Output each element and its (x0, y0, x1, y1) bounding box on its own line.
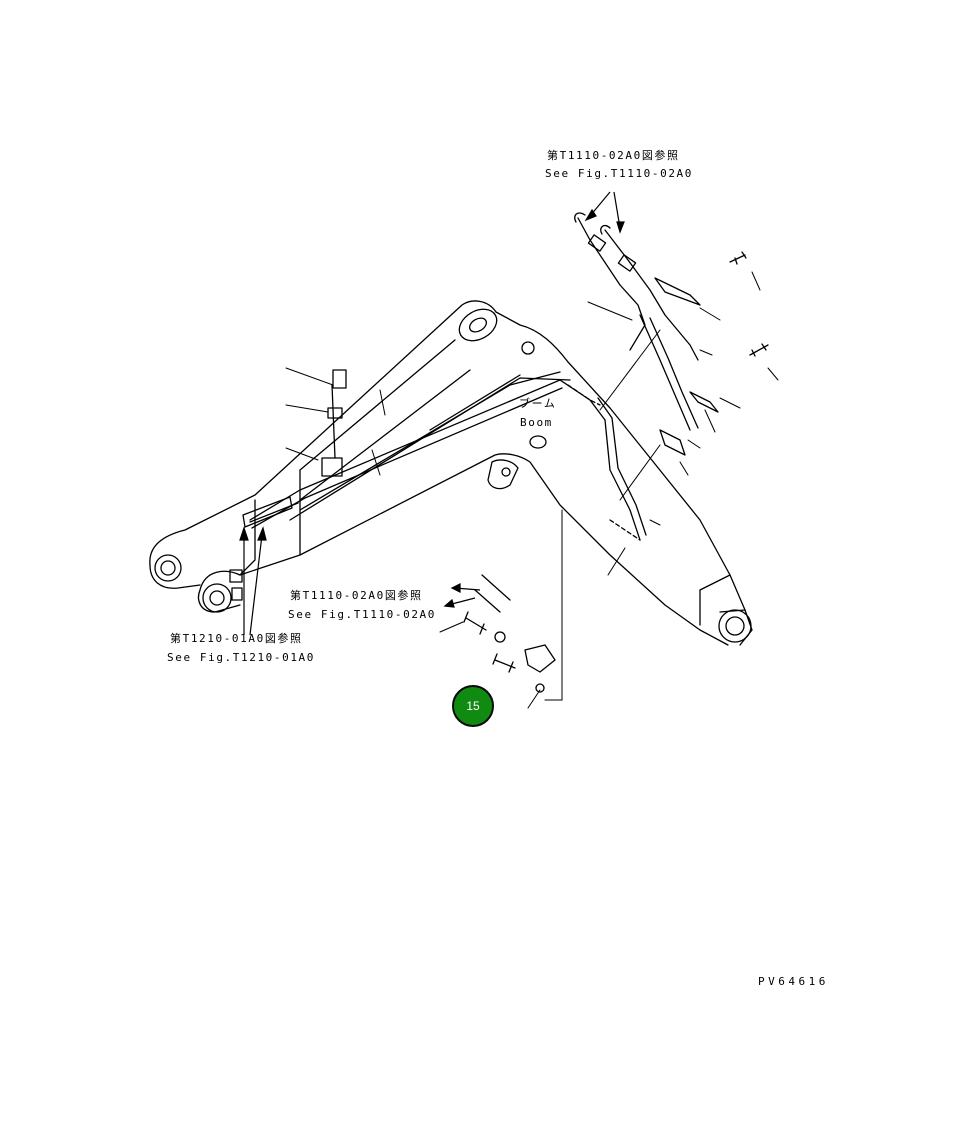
boom-boss (529, 435, 547, 449)
foot-fitting-2 (249, 502, 299, 523)
boom-outline-lower (199, 453, 729, 646)
bolt-upper-right (729, 251, 747, 265)
boom-pipe-right-a (589, 399, 641, 541)
foot-fitting-1 (242, 496, 293, 528)
clamp-plate-right (689, 391, 719, 413)
boom-mid-bracket (487, 459, 519, 490)
boom-foot-pin-2 (202, 583, 232, 613)
ref-top-en: See Fig.T1110-02A0 (545, 167, 694, 180)
clip-left (321, 457, 343, 477)
ref-top-jp: 第T1110-02A0図参照 (547, 149, 680, 162)
lower-bolt-2 (492, 653, 516, 673)
upper-clamp-plate (654, 277, 701, 306)
boom-hose-lower (251, 387, 563, 529)
lower-washer (494, 631, 506, 643)
boom-pipe-right-b (597, 397, 647, 536)
boom-foot-pin (154, 554, 182, 582)
ref-left-en: See Fig.T1210-01A0 (167, 651, 316, 664)
washer-left (327, 407, 343, 419)
boom-label-en: Boom (520, 416, 553, 429)
boom-cylinder-boss (458, 308, 498, 342)
callout-bracket (544, 509, 563, 701)
drawing-id: PV64616 (758, 975, 829, 988)
bolt-left (332, 369, 347, 389)
boom-outline-upper (149, 300, 746, 611)
lower-bolt-1 (463, 611, 487, 635)
upper-pipe-left (577, 217, 646, 351)
clamp-plate-lower (659, 429, 686, 456)
boom-label-jp: ブーム (519, 397, 557, 410)
bolt-mid-right (749, 343, 769, 357)
ref-left-jp: 第T1210-01A0図参照 (170, 632, 303, 645)
part-callout-15[interactable]: 15 (452, 685, 494, 727)
ref-mid-jp: 第T1110-02A0図参照 (290, 589, 423, 602)
ref-mid-en: See Fig.T1110-02A0 (288, 608, 437, 621)
lower-pipe-fitting (474, 574, 511, 613)
lower-clamp (524, 644, 556, 673)
boom-arm-end (699, 574, 731, 626)
part-callout-number: 15 (466, 699, 480, 713)
